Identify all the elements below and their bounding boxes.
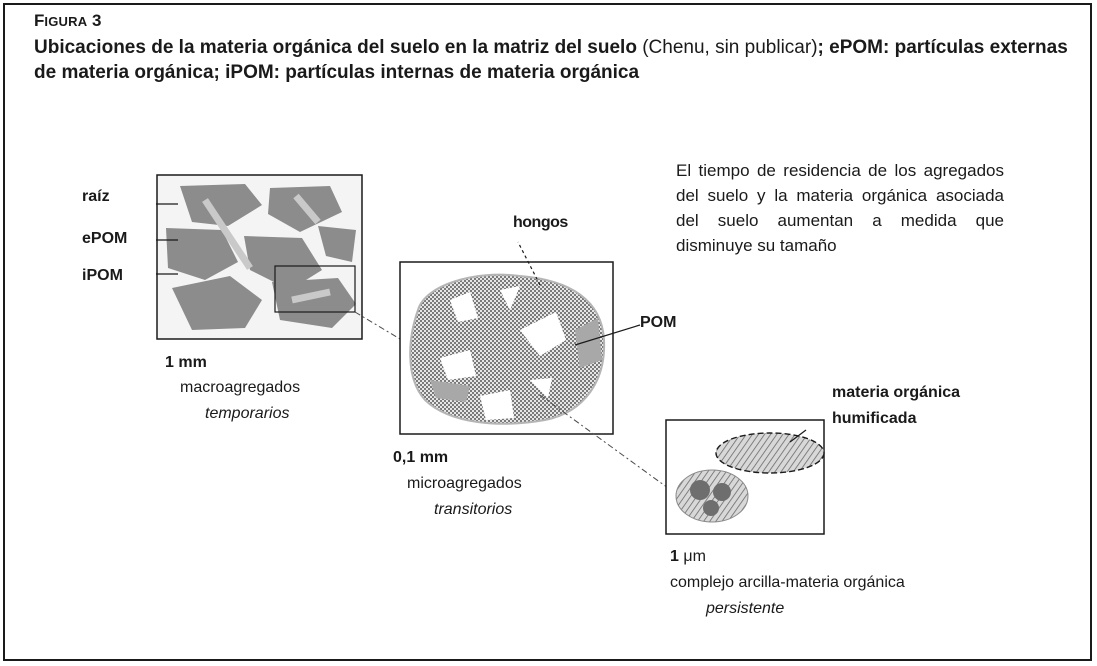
- microaggregate-image: [399, 261, 614, 435]
- complex-stability: persistente: [706, 600, 785, 617]
- title-bold-2: ; ePOM: partículas externas de materia o…: [34, 37, 1068, 83]
- macro-name: macroagregados: [180, 379, 301, 396]
- hongos-pointer: [517, 241, 541, 286]
- figure-title: Ubicaciones de la materia orgánica del s…: [34, 35, 1074, 85]
- label-epom: ePOM: [82, 230, 128, 247]
- macro-stability: temporarios: [205, 405, 290, 422]
- label-ipom: iPOM: [82, 267, 123, 284]
- clay-complex-image: [665, 419, 825, 535]
- zoom-connector-2: [539, 394, 669, 489]
- residence-time-note: El tiempo de residencia de los agregados…: [676, 161, 1004, 255]
- title-bold: Ubicaciones de la materia orgánica del s…: [34, 37, 637, 58]
- label-pom: POM: [640, 314, 677, 331]
- figure-frame: [3, 3, 1092, 661]
- label-hongos: hongos: [513, 214, 568, 231]
- macroaggregate-image: [156, 174, 363, 340]
- label-humified-line2: humificada: [832, 410, 917, 427]
- micro-stability: transitorios: [434, 501, 513, 518]
- humified-pointer: [789, 429, 807, 443]
- macro-size: 1 mm: [165, 354, 207, 371]
- label-humified-line1: materia orgánica: [832, 384, 961, 401]
- complex-name: complejo arcilla-materia orgánica: [670, 574, 905, 591]
- pom-pointer: [574, 324, 641, 346]
- title-citation: (Chenu, sin publicar): [636, 37, 818, 58]
- micro-size: 0,1 mm: [393, 449, 449, 466]
- complex-size: 1 μm: [670, 548, 706, 565]
- micro-name: microagregados: [407, 475, 522, 492]
- figure-label: FIGURA 3: [34, 11, 102, 30]
- zoom-connector-1: [354, 311, 406, 343]
- label-raiz: raíz: [82, 188, 110, 205]
